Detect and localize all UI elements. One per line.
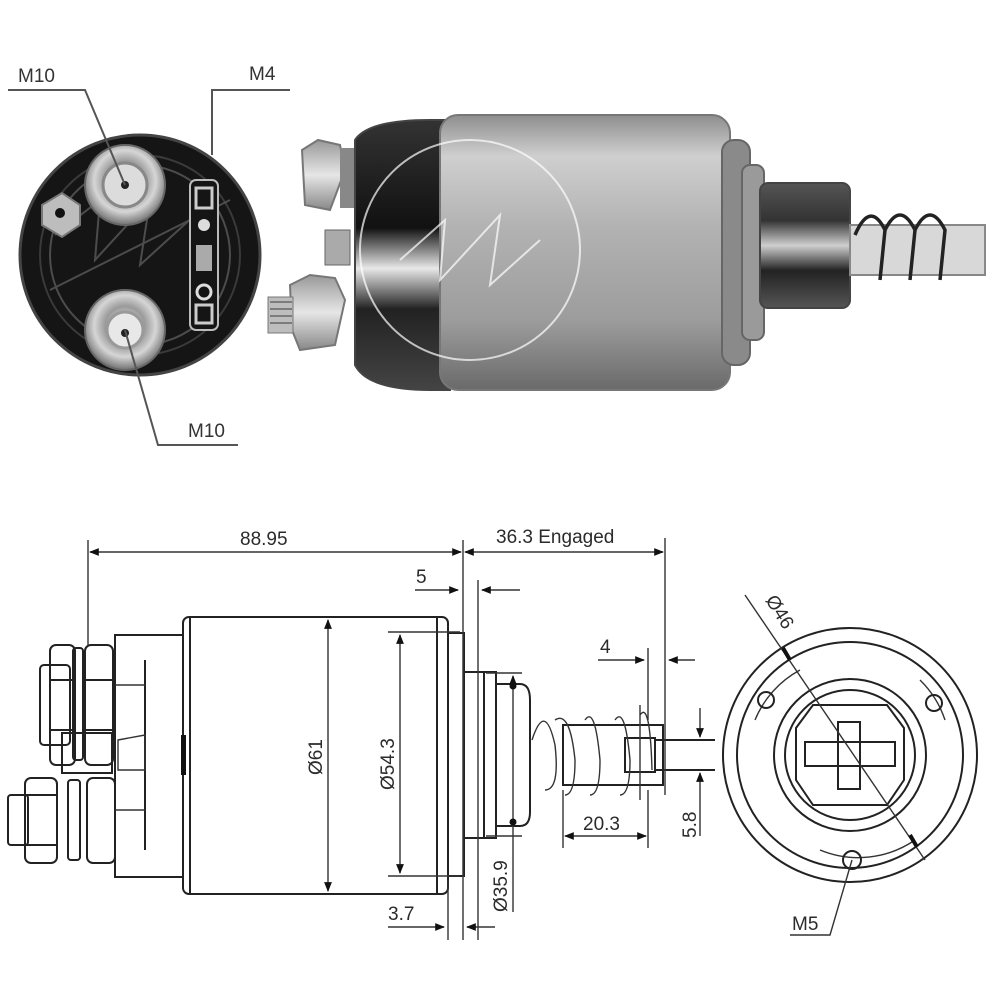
photo-side-view [267,114,986,391]
dim-flange-offset: 5 [416,567,427,588]
photo-plunger [849,224,986,276]
dim-overall-length: 88.95 [240,529,288,550]
label-bottom-m10: M10 [188,421,225,442]
leader-m5 [790,859,853,936]
dim-spring-length: 20.3 [583,814,620,835]
terminal-strip [189,179,219,331]
dim-pin-width: 5.8 [680,812,701,838]
drawing-flange [447,632,465,877]
mount-hole-bottom [842,850,862,870]
photo-terminal-studs [267,138,360,352]
dim-body-diameter: Ø61 [306,739,327,775]
mount-hole-right [925,694,943,712]
drawing-front-view: Ø46 M5 [722,592,978,936]
photo-nose [759,182,851,309]
leader-top-m10 [8,89,126,186]
dim-inner-diameter: Ø54.3 [378,738,399,790]
mount-hole-left [757,691,775,709]
dim-nose-diameter: Ø35.9 [491,860,512,912]
drawing-nose-base [483,671,497,839]
label-top-m10: M10 [18,66,55,87]
drawing-connector [61,732,113,774]
leader-m4 [211,89,290,155]
dim-plunger-engaged: 36.3 Engaged [496,527,614,548]
drawing-upper-terminal [39,644,114,766]
drawing-lower-terminal [7,777,116,864]
dim-line-bolt-circle [744,594,926,861]
drawing-outer-ring [722,627,978,883]
drawing-side-view: 88.95 36.3 Engaged 5 4 Ø61 Ø54.3 Ø35.9 3… [7,527,715,940]
leader-bottom-m10 [124,329,238,446]
dim-flange-thickness: 3.7 [388,904,414,925]
drawing-cap [114,634,184,878]
label-m4: M4 [249,64,276,85]
drawing-nose [495,683,531,827]
drawing-spring-plunger [531,705,715,800]
dim-mount-thread: M5 [792,914,818,935]
dim-plunger-tip: 4 [600,637,611,658]
photo-end-view: M10 M4 M10 [8,64,290,446]
photo-cap [354,119,451,391]
photo-body [439,114,731,391]
photo-spring [853,213,947,281]
